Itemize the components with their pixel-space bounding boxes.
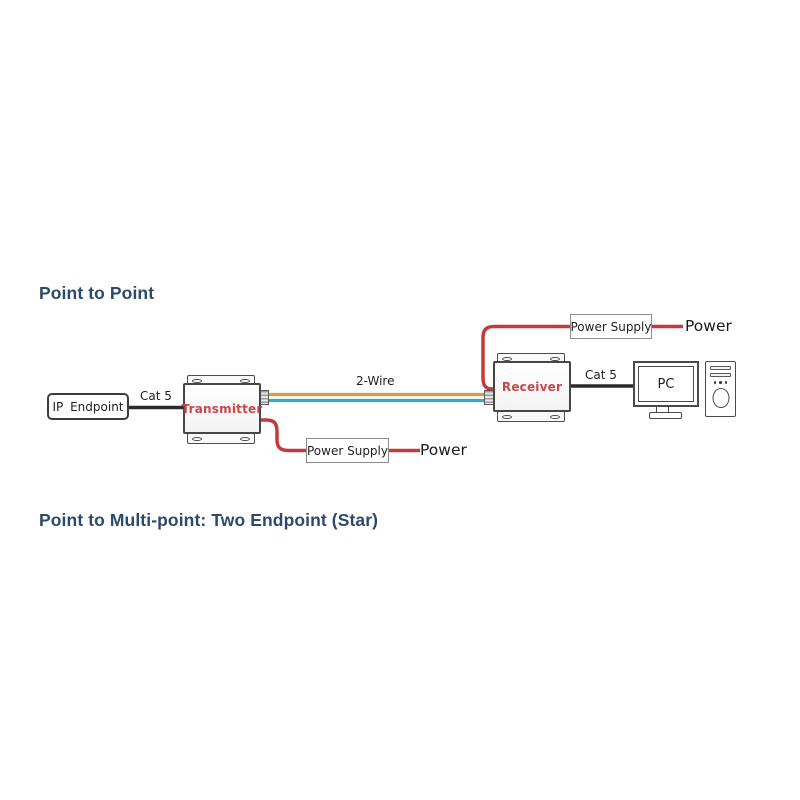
tower-vent-oval <box>712 388 729 408</box>
screw-icon <box>192 436 202 441</box>
power-supply-box-top: Power Supply <box>570 314 652 339</box>
screw-icon <box>550 356 560 361</box>
power-label-bottom: Power <box>420 441 467 459</box>
two-wire-label: 2-Wire <box>356 374 395 388</box>
power-supply-top-label: Power Supply <box>570 319 652 334</box>
section-heading-multipoint: Point to Multi-point: Two Endpoint (Star… <box>39 510 379 530</box>
pc-label: PC <box>657 376 675 392</box>
section-heading-point-to-point: Point to Point <box>39 283 155 303</box>
transmitter-bottom-flange <box>187 433 255 444</box>
screw-icon <box>240 378 250 383</box>
screw-icon <box>502 356 512 361</box>
receiver-box: Receiver <box>493 361 571 412</box>
power-supply-box-bottom: Power Supply <box>306 438 389 463</box>
power-label-top: Power <box>685 317 732 335</box>
pc-tower-icon <box>705 361 736 417</box>
power-wire-transmitter <box>257 418 309 453</box>
power-supply-bottom-label: Power Supply <box>307 443 388 458</box>
screw-icon <box>192 378 202 383</box>
ip-endpoint-box: IP Endpoint <box>47 393 129 420</box>
cat5-label-right: Cat 5 <box>585 368 617 382</box>
power-wire-receiver <box>481 324 573 391</box>
transmitter-box: Transmitter <box>181 383 263 434</box>
tower-drive-slot <box>710 366 731 370</box>
receiver-bottom-flange <box>497 411 565 422</box>
receiver-label: Receiver <box>501 379 563 394</box>
tower-dot <box>719 381 722 384</box>
tower-buttons <box>706 381 735 384</box>
ip-endpoint-label: IP Endpoint <box>52 399 124 414</box>
tower-dot <box>713 381 717 384</box>
pc-monitor-icon: PC <box>633 361 699 407</box>
tower-drive-slot <box>710 373 731 377</box>
pc-screen: PC <box>638 366 694 402</box>
screw-icon <box>502 414 512 419</box>
transmitter-label: Transmitter <box>181 401 263 416</box>
screw-icon <box>550 414 560 419</box>
tower-dot <box>724 381 728 384</box>
monitor-stand-base <box>649 412 682 419</box>
cat5-label-left: Cat 5 <box>140 389 172 403</box>
screw-icon <box>240 436 250 441</box>
